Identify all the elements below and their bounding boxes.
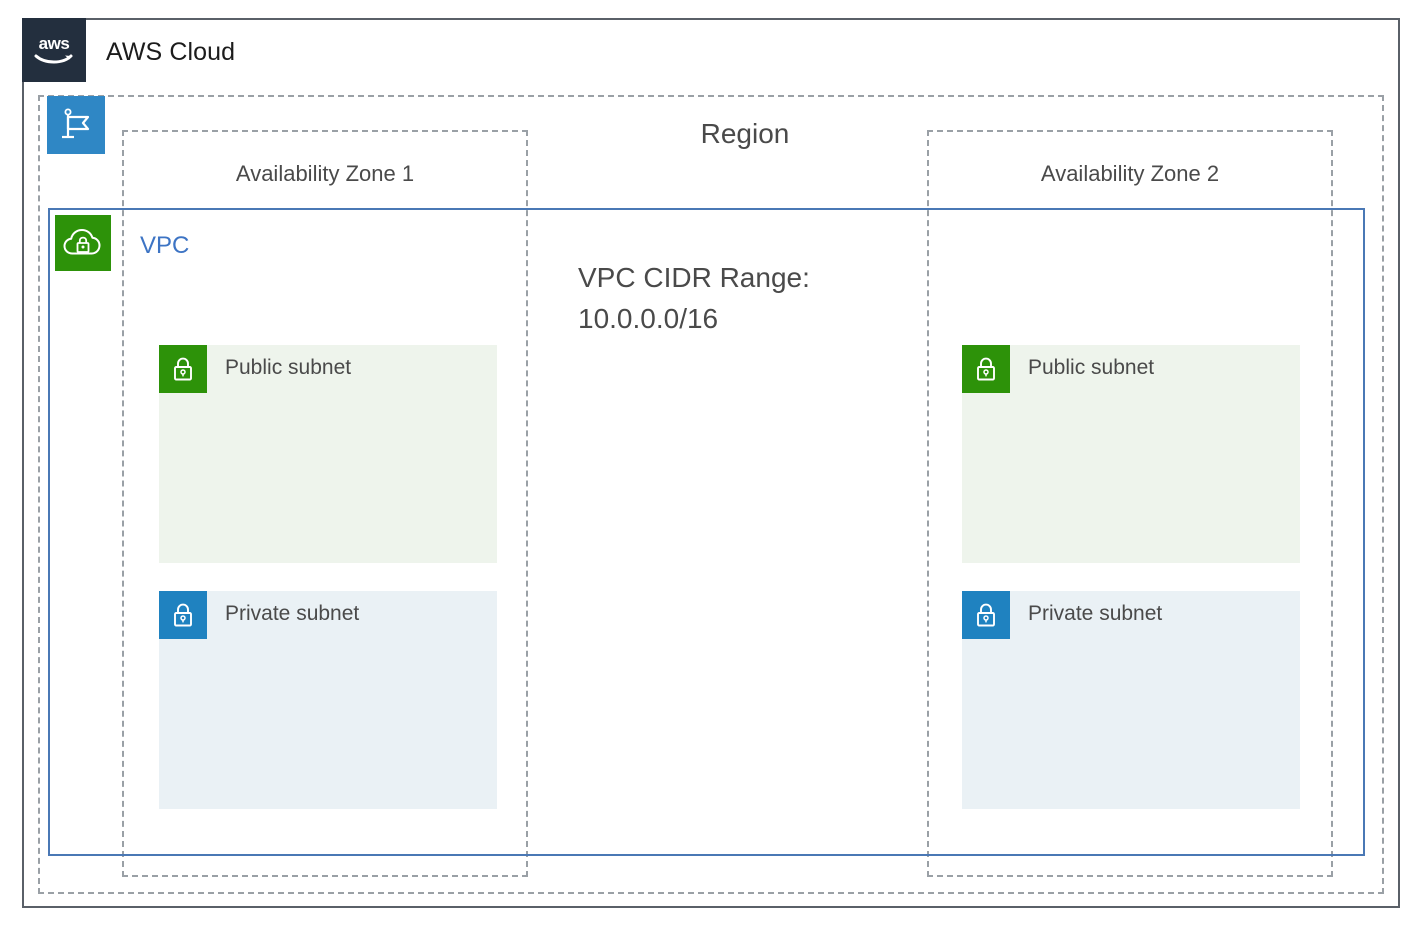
vpc-cidr-range-note: VPC CIDR Range: 10.0.0.0/16 bbox=[578, 258, 908, 339]
subnet-private-az1: Private subnet bbox=[159, 591, 497, 809]
page-title: AWS Cloud bbox=[106, 38, 236, 66]
aws-logo-icon: aws bbox=[22, 18, 86, 82]
availability-zone-2-boundary bbox=[927, 130, 1333, 877]
subnet-public-az2: Public subnet bbox=[962, 345, 1300, 563]
subnet-public-az1: Public subnet bbox=[159, 345, 497, 563]
padlock-icon bbox=[962, 591, 1010, 639]
vpc-boundary bbox=[48, 208, 1365, 856]
subnet-label: Private subnet bbox=[225, 602, 360, 625]
region-boundary bbox=[38, 95, 1384, 894]
svg-text:aws: aws bbox=[39, 34, 70, 53]
subnet-label: Private subnet bbox=[1028, 602, 1163, 625]
padlock-icon bbox=[962, 345, 1010, 393]
availability-zone-1-label: Availability Zone 1 bbox=[235, 161, 415, 186]
region-title: Region bbox=[700, 118, 790, 149]
subnet-label: Public subnet bbox=[1028, 356, 1155, 379]
availability-zone-2-label: Availability Zone 2 bbox=[1040, 161, 1220, 186]
padlock-icon bbox=[159, 591, 207, 639]
region-flag-icon bbox=[47, 96, 105, 154]
availability-zone-1-boundary bbox=[122, 130, 528, 877]
subnet-label: Public subnet bbox=[225, 356, 352, 379]
padlock-icon bbox=[159, 345, 207, 393]
vpc-cloud-lock-icon bbox=[55, 215, 111, 271]
cidr-line-1: VPC CIDR Range: bbox=[578, 262, 810, 293]
subnet-private-az2: Private subnet bbox=[962, 591, 1300, 809]
cidr-line-2: 10.0.0.0/16 bbox=[578, 302, 719, 334]
vpc-label: VPC bbox=[140, 232, 190, 259]
